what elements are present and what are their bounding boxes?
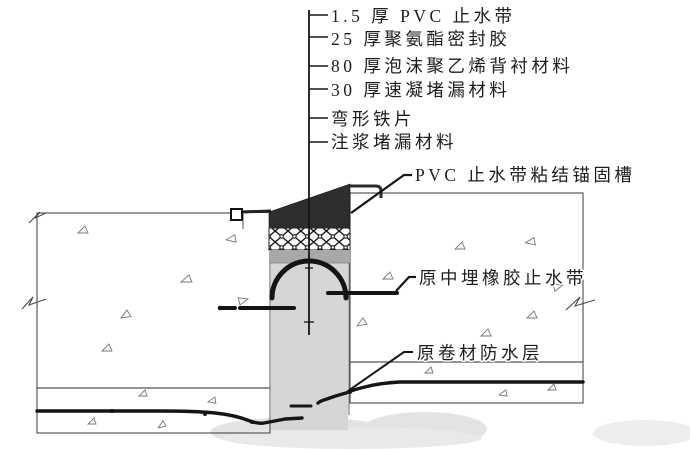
right-anchor-groove	[372, 194, 383, 200]
pvc-sheet-left	[240, 209, 272, 214]
left-slab	[36, 212, 271, 434]
left-anchor-groove	[243, 213, 270, 229]
callout-bent-iron: 弯形铁片	[331, 109, 415, 129]
waterproof-membrane	[35, 380, 585, 425]
callout-pvc-waterstop: 1.5 厚 PVC 止水带	[331, 6, 516, 26]
callout-membrane: 原卷材防水层	[417, 343, 543, 363]
callout-anchor-groove: PVC 止水带粘结锚固槽	[415, 165, 635, 185]
callout-grouting: 注浆堵漏材料	[331, 132, 457, 152]
callout-foam-backing: 80 厚泡沫聚乙烯背衬材料	[331, 56, 573, 76]
callout-sealant: 25 厚聚氨酯密封胶	[331, 29, 510, 49]
break-symbols	[21, 211, 596, 311]
aggregate-symbols	[76, 225, 564, 429]
callout-quickset: 30 厚速凝堵漏材料	[331, 80, 510, 100]
leader-lines	[308, 10, 416, 392]
callout-rubber-waterstop: 原中埋橡胶止水带	[419, 268, 587, 288]
left-anchor-block	[230, 208, 243, 221]
right-slab	[349, 192, 584, 404]
